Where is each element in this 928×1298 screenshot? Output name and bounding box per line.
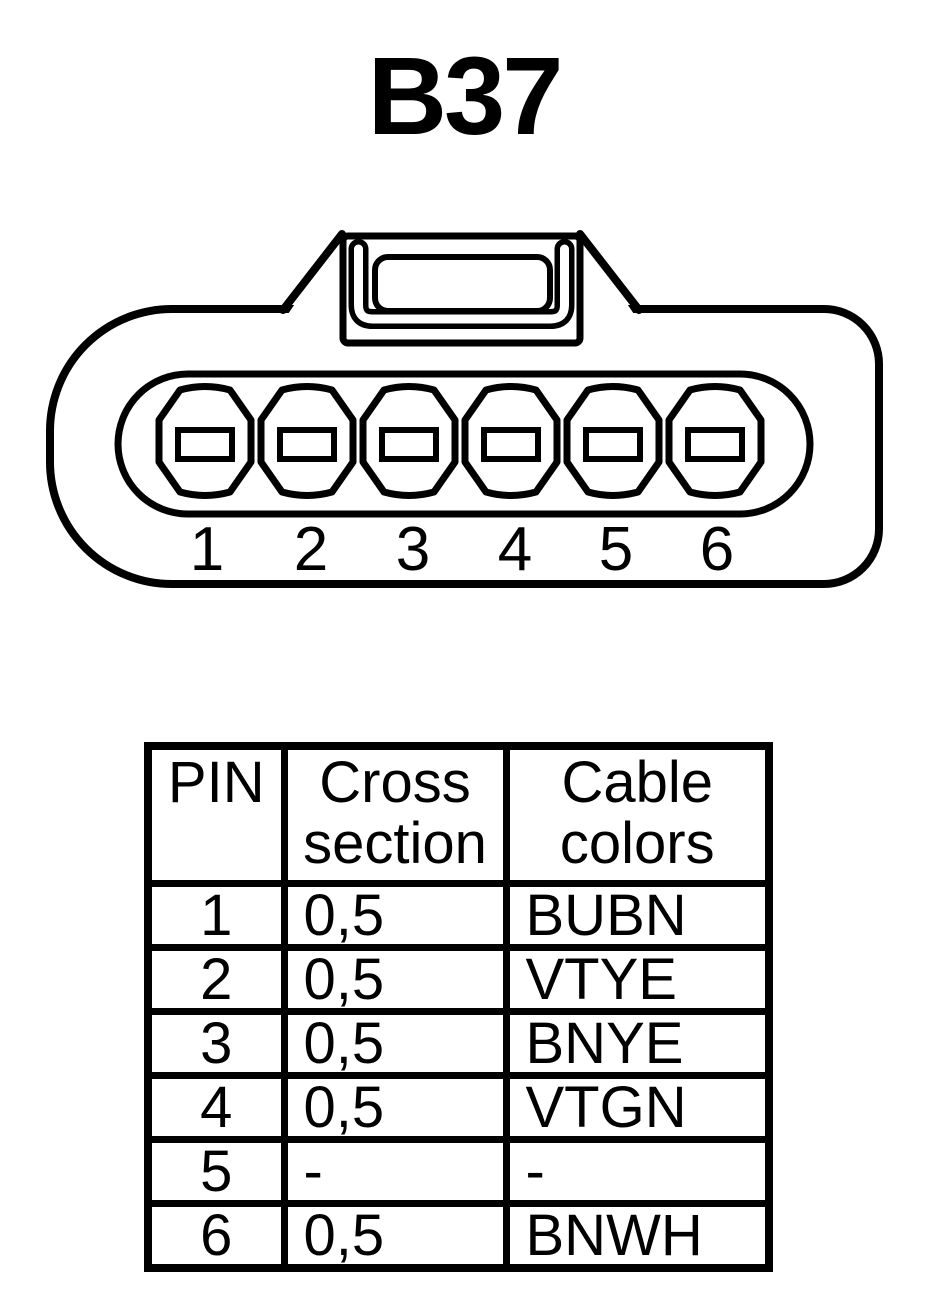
header-cable-line1: Cable bbox=[561, 750, 714, 815]
cell-cross-section: 0,5 bbox=[280, 1008, 510, 1079]
pin-slots bbox=[175, 427, 745, 462]
header-cross-line2: section bbox=[303, 811, 487, 876]
cell-cable-colors: VTYE bbox=[502, 944, 773, 1015]
pinout-table: PIN Cross section Cable colors 1 0,5 BUB… bbox=[144, 742, 773, 1272]
pin-number-3: 3 bbox=[396, 515, 430, 584]
header-cable-line2: colors bbox=[559, 811, 715, 876]
cell-pin: 2 bbox=[144, 944, 288, 1015]
pin-number-2: 2 bbox=[294, 515, 328, 584]
cell-cross-section: 0,5 bbox=[280, 1200, 510, 1272]
header-cross-line1: Cross bbox=[319, 750, 471, 815]
cell-cable-colors: BUBN bbox=[502, 880, 773, 951]
cell-cable-colors: - bbox=[502, 1136, 773, 1207]
pin-number-4: 4 bbox=[498, 515, 532, 584]
pinout-header-row: PIN Cross section Cable colors bbox=[144, 742, 773, 887]
cell-cross-section: - bbox=[280, 1136, 510, 1207]
header-cross-section: Cross section bbox=[280, 742, 510, 887]
latch-channel-inner-white bbox=[354, 244, 569, 324]
cell-cable-colors: BNYE bbox=[502, 1008, 773, 1079]
cell-pin: 3 bbox=[144, 1008, 288, 1079]
pin-slot-6 bbox=[685, 427, 745, 462]
pin-number-5: 5 bbox=[599, 515, 633, 584]
pin-slot-2 bbox=[277, 427, 337, 462]
cell-pin: 4 bbox=[144, 1072, 288, 1143]
cell-cross-section: 0,5 bbox=[280, 1072, 510, 1143]
header-pin: PIN bbox=[144, 742, 288, 887]
header-cable-colors: Cable colors bbox=[502, 742, 773, 887]
cell-pin: 6 bbox=[144, 1200, 288, 1272]
latch-window bbox=[372, 254, 553, 314]
table-row: 2 0,5 VTYE bbox=[144, 944, 773, 1015]
connector-diagram: 1 2 3 4 5 6 bbox=[46, 230, 883, 588]
pin-slot-3 bbox=[379, 427, 439, 462]
cell-pin: 5 bbox=[144, 1136, 288, 1207]
table-row: 1 0,5 BUBN bbox=[144, 880, 773, 951]
header-pin-label: PIN bbox=[167, 750, 265, 815]
table-row: 5 - - bbox=[144, 1136, 773, 1207]
pin-number-6: 6 bbox=[700, 515, 734, 584]
pin-slot-4 bbox=[481, 427, 541, 462]
cell-cable-colors: BNWH bbox=[502, 1200, 773, 1272]
cell-cross-section: 0,5 bbox=[280, 944, 510, 1015]
pin-slot-1 bbox=[175, 427, 235, 462]
pin-number-1: 1 bbox=[190, 515, 224, 584]
table-row: 6 0,5 BNWH bbox=[144, 1200, 773, 1272]
pin-slot-5 bbox=[583, 427, 643, 462]
table-row: 4 0,5 VTGN bbox=[144, 1072, 773, 1143]
cell-pin: 1 bbox=[144, 880, 288, 951]
connector-title: B37 bbox=[367, 35, 564, 158]
cell-cross-section: 0,5 bbox=[280, 880, 510, 951]
latch-wing-right-line bbox=[576, 230, 643, 314]
cell-cable-colors: VTGN bbox=[502, 1072, 773, 1143]
table-row: 3 0,5 BNYE bbox=[144, 1008, 773, 1079]
latch-wing-left-line bbox=[279, 230, 346, 314]
pin-numbers: 1 2 3 4 5 6 bbox=[190, 515, 734, 584]
